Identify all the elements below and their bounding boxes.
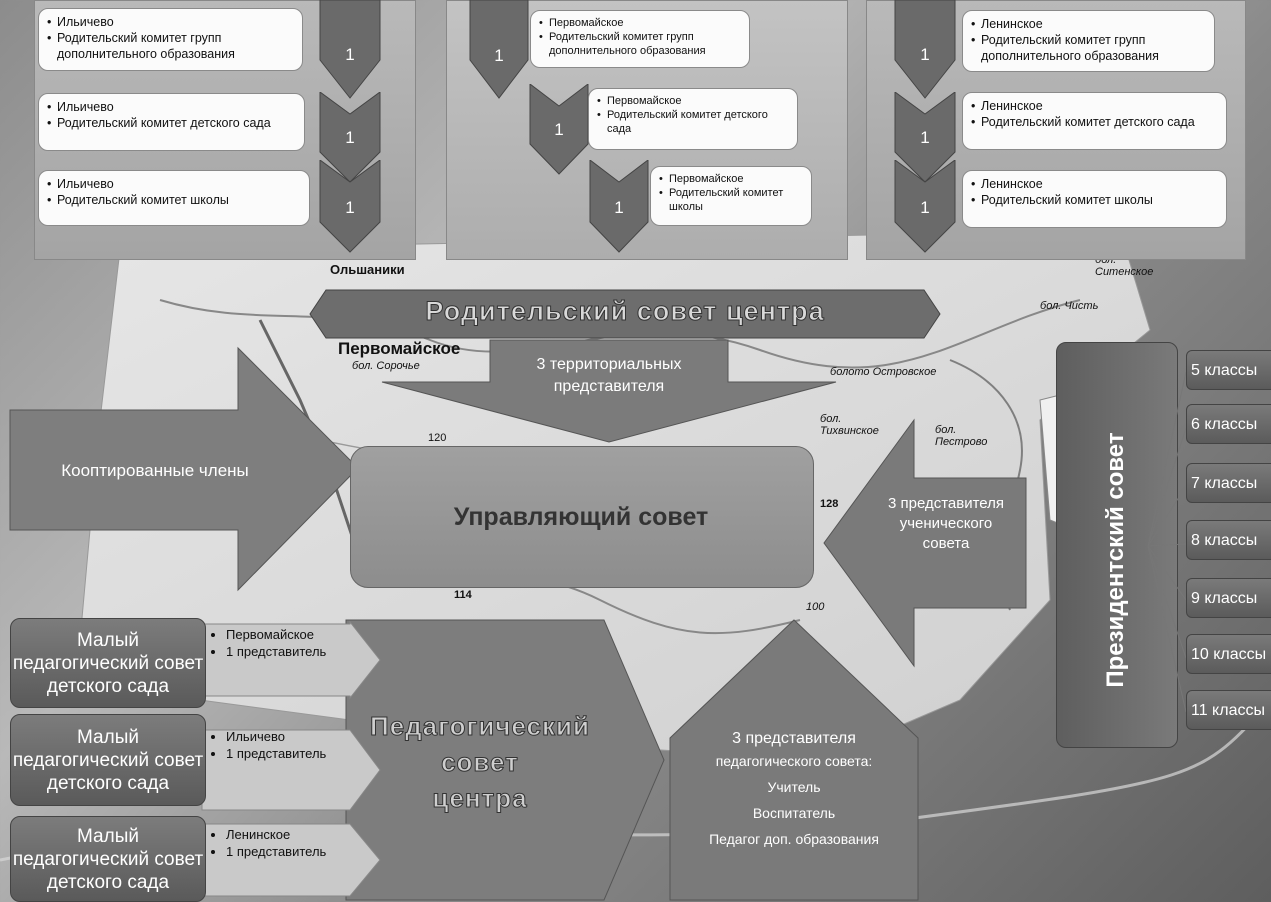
small-council-kindergarten: Малый педагогический совет детского сада: [10, 618, 206, 708]
grade-8: 8 классы: [1186, 520, 1271, 560]
president-council-label: Президентский совет: [1102, 432, 1129, 688]
map-label: Ольшаники: [330, 262, 405, 277]
grade-10: 10 классы: [1186, 634, 1271, 674]
grade-5: 5 классы: [1186, 350, 1271, 390]
ped-council-line: центра: [432, 783, 528, 814]
map-label: 128: [820, 498, 839, 510]
card-line: Первомайское: [659, 172, 803, 186]
grade-9: 9 классы: [1186, 578, 1271, 618]
ped-reps-item: Учитель: [767, 779, 821, 795]
ped-reps-text: 3 представителя педагогического совета: …: [680, 728, 908, 850]
card-line: Родительский комитет групп дополнительно…: [47, 30, 294, 62]
chevron-1: 1: [528, 82, 590, 176]
card-line: Родительский комитет групп дополнительно…: [539, 30, 741, 58]
grade-6: 6 классы: [1186, 404, 1271, 444]
card-leninskoe-kindergarten: ЛенинскоеРодительский комитет детского с…: [962, 92, 1227, 150]
chevron-1: 1: [893, 0, 957, 100]
card-line: Родительский комитет школы: [659, 186, 803, 214]
card-ilichevo-groups: ИльичевоРодительский комитет групп допол…: [38, 8, 303, 71]
chevron-1: 1: [893, 159, 957, 254]
chevron-1: 1: [588, 158, 650, 254]
small-council-details: Ленинское 1 представитель: [212, 826, 326, 860]
card-pervomayskoe-school: ПервомайскоеРодительский комитет школы: [650, 166, 812, 226]
card-line: Родительский комитет школы: [47, 192, 301, 208]
map-label: 120: [428, 432, 447, 444]
ped-council-title: Педагогический совет центра: [350, 708, 610, 816]
chevron-1: 1: [468, 0, 530, 100]
small-council-kindergarten: Малый педагогический совет детского сада: [10, 816, 206, 902]
card-ilichevo-school: ИльичевоРодительский комитет школы: [38, 170, 310, 226]
territorial-text: 3 территориальных представителя: [536, 356, 682, 395]
ped-reps-subtitle: педагогического совета:: [715, 753, 873, 769]
card-line: Ильичево: [47, 176, 301, 192]
detail-line: Первомайское: [226, 626, 326, 643]
governing-council-title: Управляющий совет: [453, 503, 709, 531]
card-line: Родительский комитет детского сада: [47, 115, 296, 131]
map-label: Первомайское: [338, 339, 461, 358]
student-reps-arrow: [823, 418, 1027, 668]
card-pervomayskoe-groups: ПервомайскоеРодительский комитет групп д…: [530, 10, 750, 68]
parent-council-banner: [309, 289, 941, 339]
chevron-1: 1: [318, 0, 382, 100]
card-line: Ильичево: [47, 99, 296, 115]
card-line: Родительский комитет групп дополнительно…: [971, 32, 1206, 64]
chevron-1: 1: [318, 159, 382, 254]
card-line: Ильичево: [47, 14, 294, 30]
card-line: Родительский комитет детского сада: [971, 114, 1218, 130]
chevron-1: 1: [318, 91, 382, 184]
detail-line: 1 представитель: [226, 643, 326, 660]
card-line: Родительский комитет детского сада: [597, 108, 789, 136]
detail-line: 1 представитель: [226, 843, 326, 860]
card-leninskoe-school: ЛенинскоеРодительский комитет школы: [962, 170, 1227, 228]
map-label: 114: [454, 589, 472, 601]
card-line: Ленинское: [971, 98, 1218, 114]
map-label: бол. Тихвинское: [820, 413, 879, 437]
detail-line: Ильичево: [226, 728, 326, 745]
ped-council-line: Педагогический: [370, 711, 590, 742]
card-ilichevo-kindergarten: ИльичевоРодительский комитет детского са…: [38, 93, 305, 151]
map-label: болото Островское: [830, 366, 937, 378]
small-council-kindergarten: Малый педагогический совет детского сада: [10, 714, 206, 806]
student-reps-text: 3 представителя ученического совета: [887, 495, 1005, 552]
chevron-1: 1: [893, 91, 957, 184]
card-line: Ленинское: [971, 176, 1218, 192]
card-pervomayskoe-kindergarten: ПервомайскоеРодительский комитет детског…: [588, 88, 798, 150]
ped-reps-item: Педагог доп. образования: [709, 831, 879, 847]
card-line: Первомайское: [539, 16, 741, 30]
coopted-arrow: [9, 346, 359, 592]
card-line: Первомайское: [597, 94, 789, 108]
detail-line: Ленинское: [226, 826, 326, 843]
card-line: Родительский комитет школы: [971, 192, 1218, 208]
coopted-text: Кооптированные члены: [61, 461, 249, 480]
grade-11: 11 классы: [1186, 690, 1271, 730]
small-council-details: Первомайское 1 представитель: [212, 626, 326, 660]
grade-connectors: [1147, 371, 1187, 713]
grade-7: 7 классы: [1186, 463, 1271, 503]
map-label: бол. Сорочье: [352, 360, 420, 372]
small-council-arrows: [201, 620, 381, 897]
map-label: бол. Пестрово: [935, 424, 988, 448]
governing-council-box: [350, 446, 814, 588]
ped-reps-title: 3 представителя: [732, 730, 856, 747]
map-label: бол. Чисть: [1040, 300, 1099, 312]
ped-reps-arrow: [669, 619, 919, 901]
territorial-arrow: [381, 339, 837, 443]
ped-council-line: совет: [441, 747, 519, 778]
map-label: 100: [806, 601, 825, 613]
card-leninskoe-groups: ЛенинскоеРодительский комитет групп допо…: [962, 10, 1215, 72]
parent-council-label: Родительский совет центра: [425, 296, 825, 327]
ped-reps-item: Воспитатель: [752, 805, 836, 821]
small-council-details: Ильичево 1 представитель: [212, 728, 326, 762]
card-line: Ленинское: [971, 16, 1206, 32]
detail-line: 1 представитель: [226, 745, 326, 762]
